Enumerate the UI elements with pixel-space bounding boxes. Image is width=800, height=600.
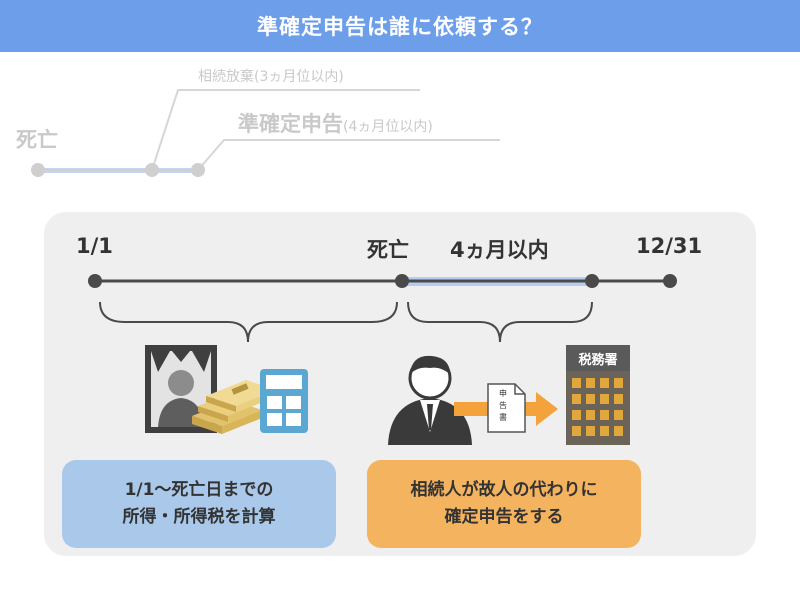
building-window xyxy=(600,378,609,388)
document-char-2: 告 xyxy=(499,401,507,410)
tax-return-document-icon xyxy=(487,383,526,433)
timeline-start-label: 1/1 xyxy=(76,234,113,258)
building-window xyxy=(572,394,581,404)
quasi-final-period: (4ヵ月位以内) xyxy=(343,119,433,135)
building-window xyxy=(614,426,623,436)
building-window xyxy=(572,426,581,436)
renunciation-period: (3ヵ月位以内) xyxy=(254,69,344,85)
building-window xyxy=(600,410,609,420)
timeline-death-dot xyxy=(395,274,409,288)
money-stack-icon xyxy=(192,380,276,434)
left-box-line2: 所得・所得税を計算 xyxy=(122,507,276,527)
building-windows xyxy=(572,378,623,436)
document-char-3: 書 xyxy=(499,413,507,422)
top-death-label: 死亡 xyxy=(16,128,58,152)
document-label: 申 告 書 xyxy=(490,388,516,424)
timeline-end-label: 12/31 xyxy=(636,234,703,258)
calculator-icon xyxy=(260,369,308,433)
left-box-line1: 1/1～死亡日までの xyxy=(124,480,274,500)
timeline-start-dot xyxy=(88,274,102,288)
top-quasi-final-dot xyxy=(191,163,205,177)
building-window xyxy=(586,378,595,388)
top-renunciation-dot xyxy=(145,163,159,177)
left-brace xyxy=(99,301,398,343)
right-box-line1: 相続人が故人の代わりに xyxy=(410,480,598,500)
right-brace xyxy=(407,301,593,343)
right-description-box: 相続人が故人の代わりに 確定申告をする xyxy=(367,460,641,548)
timeline-period-end-dot xyxy=(585,274,599,288)
document-char-1: 申 xyxy=(499,389,507,398)
top-death-dot xyxy=(31,163,45,177)
building-window xyxy=(586,426,595,436)
page-title: 準確定申告は誰に依頼する？ xyxy=(0,0,800,52)
quasi-final-label: 準確定申告(4ヵ月位以内) xyxy=(238,108,433,138)
left-description-box: 1/1～死亡日までの 所得・所得税を計算 xyxy=(62,460,336,548)
building-window xyxy=(600,426,609,436)
heir-person-icon xyxy=(388,355,472,445)
top-timeline xyxy=(31,89,500,177)
timeline-period-label: 4ヵ月以内 xyxy=(450,238,549,262)
timeline-end-dot xyxy=(663,274,677,288)
renunciation-label: 相続放棄(3ヵ月位以内) xyxy=(198,66,344,86)
quasi-final-text: 準確定申告 xyxy=(238,112,343,136)
building-window xyxy=(614,394,623,404)
renunciation-text: 相続放棄 xyxy=(198,69,254,85)
building-window xyxy=(586,394,595,404)
renunciation-connector xyxy=(151,89,420,171)
right-box-line2: 確定申告をする xyxy=(444,507,564,527)
timeline-death-label: 死亡 xyxy=(367,238,409,262)
tax-office-sign: 税務署 xyxy=(566,345,630,371)
tax-office-building-icon xyxy=(566,371,630,445)
building-window xyxy=(614,378,623,388)
building-window xyxy=(614,410,623,420)
quasi-final-connector xyxy=(197,139,500,171)
building-window xyxy=(572,410,581,420)
building-window xyxy=(572,378,581,388)
building-window xyxy=(600,394,609,404)
building-window xyxy=(586,410,595,420)
